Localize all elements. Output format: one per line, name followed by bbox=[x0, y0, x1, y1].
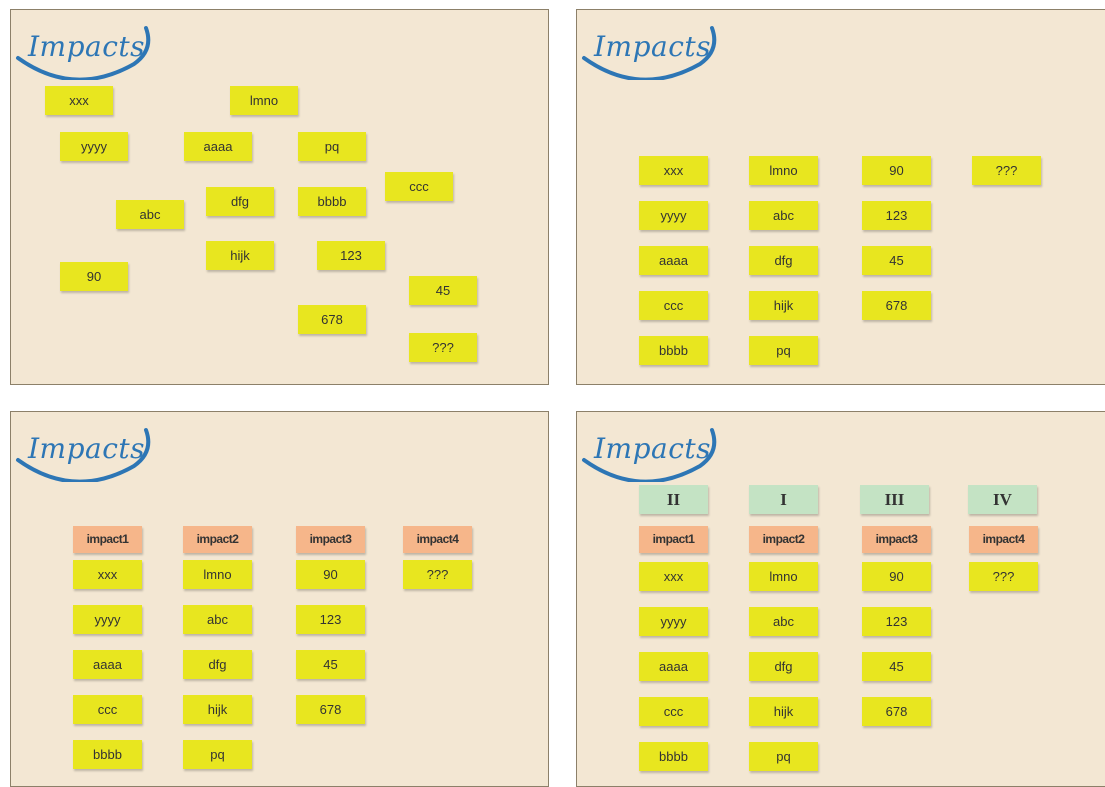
sticky-note[interactable]: aaaa bbox=[639, 652, 708, 681]
impacts-title: Impacts bbox=[580, 422, 740, 482]
sticky-note[interactable]: aaaa bbox=[184, 132, 252, 161]
panel-title: Impacts bbox=[28, 432, 146, 465]
sticky-note[interactable]: 45 bbox=[862, 246, 931, 275]
sticky-note[interactable]: 678 bbox=[298, 305, 366, 334]
sticky-note[interactable]: 123 bbox=[317, 241, 385, 270]
sticky-note[interactable]: lmno bbox=[230, 86, 298, 115]
sticky-note[interactable]: 90 bbox=[862, 156, 931, 185]
sticky-note[interactable]: 678 bbox=[862, 291, 931, 320]
rank-label[interactable]: II bbox=[639, 485, 708, 514]
sticky-note[interactable]: yyyy bbox=[60, 132, 128, 161]
sticky-note[interactable]: bbbb bbox=[639, 742, 708, 771]
title-swoosh-icon bbox=[16, 26, 151, 80]
sticky-note[interactable]: 123 bbox=[296, 605, 365, 634]
sticky-note[interactable]: hijk bbox=[749, 291, 818, 320]
sticky-note[interactable]: ??? bbox=[972, 156, 1041, 185]
sticky-note[interactable]: 123 bbox=[862, 607, 931, 636]
sticky-note[interactable]: xxx bbox=[639, 562, 708, 591]
sticky-note[interactable]: xxx bbox=[73, 560, 142, 589]
sticky-note[interactable]: 90 bbox=[296, 560, 365, 589]
sticky-note[interactable]: abc bbox=[749, 607, 818, 636]
impacts-title: Impacts bbox=[14, 422, 174, 482]
sticky-note[interactable]: yyyy bbox=[639, 607, 708, 636]
rank-label[interactable]: III bbox=[860, 485, 929, 514]
sticky-note[interactable]: dfg bbox=[749, 652, 818, 681]
impact-header[interactable]: impact2 bbox=[749, 526, 818, 553]
panel-title: Impacts bbox=[28, 30, 146, 63]
sticky-note[interactable]: hijk bbox=[183, 695, 252, 724]
sticky-note[interactable]: lmno bbox=[183, 560, 252, 589]
sticky-note[interactable]: ??? bbox=[403, 560, 472, 589]
sticky-note[interactable]: dfg bbox=[749, 246, 818, 275]
sticky-note[interactable]: aaaa bbox=[73, 650, 142, 679]
impacts-title: Impacts bbox=[580, 20, 740, 80]
impacts-title: Impacts bbox=[14, 20, 174, 80]
impact-header[interactable]: impact4 bbox=[969, 526, 1038, 553]
sticky-note[interactable]: pq bbox=[749, 336, 818, 365]
sticky-note[interactable]: xxx bbox=[639, 156, 708, 185]
panel-grouped: Impacts xxx yyyy aaaa ccc bbbb lmno abc … bbox=[576, 9, 1105, 385]
sticky-note[interactable]: abc bbox=[749, 201, 818, 230]
panel-title: Impacts bbox=[594, 30, 712, 63]
sticky-note[interactable]: ??? bbox=[969, 562, 1038, 591]
sticky-note[interactable]: 45 bbox=[862, 652, 931, 681]
impact-header[interactable]: impact3 bbox=[862, 526, 931, 553]
sticky-note[interactable]: 45 bbox=[296, 650, 365, 679]
title-swoosh-icon bbox=[16, 428, 151, 482]
title-swoosh-icon bbox=[582, 428, 717, 482]
panel-ranked: Impacts II I III IV impact1 impact2 impa… bbox=[576, 411, 1105, 787]
sticky-note[interactable]: yyyy bbox=[73, 605, 142, 634]
sticky-note[interactable]: hijk bbox=[206, 241, 274, 270]
sticky-note[interactable]: aaaa bbox=[639, 246, 708, 275]
sticky-note[interactable]: dfg bbox=[206, 187, 274, 216]
sticky-note[interactable]: bbbb bbox=[298, 187, 366, 216]
panel-title: Impacts bbox=[594, 432, 712, 465]
sticky-note[interactable]: pq bbox=[749, 742, 818, 771]
sticky-note[interactable]: pq bbox=[298, 132, 366, 161]
sticky-note[interactable]: lmno bbox=[749, 562, 818, 591]
impact-header[interactable]: impact2 bbox=[183, 526, 252, 553]
rank-label[interactable]: I bbox=[749, 485, 818, 514]
sticky-note[interactable]: bbbb bbox=[73, 740, 142, 769]
sticky-note[interactable]: ccc bbox=[639, 697, 708, 726]
sticky-note[interactable]: 90 bbox=[862, 562, 931, 591]
sticky-note[interactable]: abc bbox=[116, 200, 184, 229]
sticky-note[interactable]: 123 bbox=[862, 201, 931, 230]
sticky-note[interactable]: ccc bbox=[73, 695, 142, 724]
sticky-note[interactable]: xxx bbox=[45, 86, 113, 115]
sticky-note[interactable]: pq bbox=[183, 740, 252, 769]
impact-header[interactable]: impact4 bbox=[403, 526, 472, 553]
panel-headed: Impacts impact1 impact2 impact3 impact4 … bbox=[10, 411, 549, 787]
sticky-note[interactable]: ccc bbox=[639, 291, 708, 320]
sticky-note[interactable]: 678 bbox=[296, 695, 365, 724]
sticky-note[interactable]: ccc bbox=[385, 172, 453, 201]
impact-header[interactable]: impact1 bbox=[73, 526, 142, 553]
sticky-note[interactable]: dfg bbox=[183, 650, 252, 679]
sticky-note[interactable]: lmno bbox=[749, 156, 818, 185]
sticky-note[interactable]: ??? bbox=[409, 333, 477, 362]
title-swoosh-icon bbox=[582, 26, 717, 80]
sticky-note[interactable]: abc bbox=[183, 605, 252, 634]
panel-scattered: Impacts xxx lmno yyyy aaaa pq ccc abc df… bbox=[10, 9, 549, 385]
sticky-note[interactable]: bbbb bbox=[639, 336, 708, 365]
sticky-note[interactable]: 45 bbox=[409, 276, 477, 305]
impact-header[interactable]: impact3 bbox=[296, 526, 365, 553]
impact-header[interactable]: impact1 bbox=[639, 526, 708, 553]
sticky-note[interactable]: 678 bbox=[862, 697, 931, 726]
sticky-note[interactable]: 90 bbox=[60, 262, 128, 291]
sticky-note[interactable]: hijk bbox=[749, 697, 818, 726]
sticky-note[interactable]: yyyy bbox=[639, 201, 708, 230]
rank-label[interactable]: IV bbox=[968, 485, 1037, 514]
